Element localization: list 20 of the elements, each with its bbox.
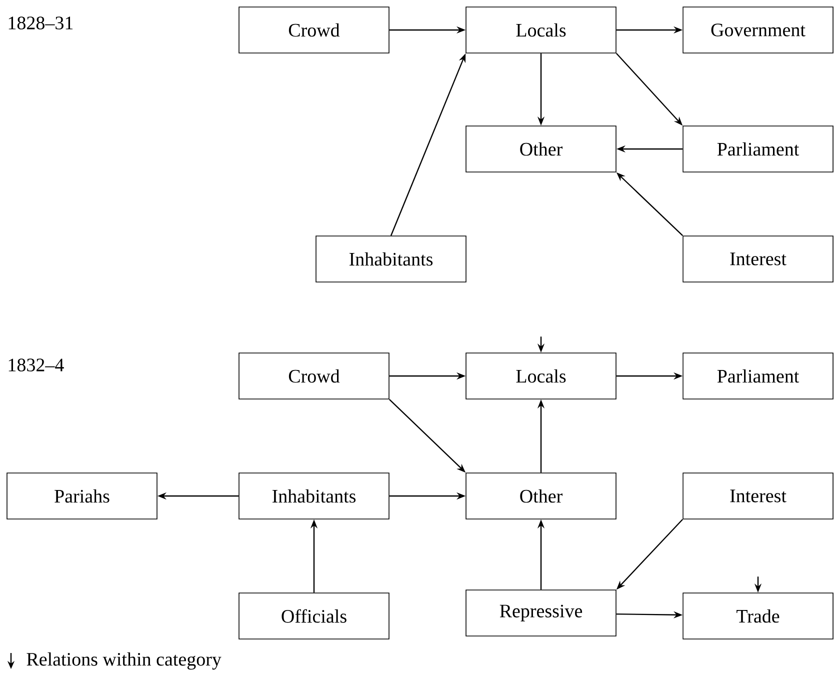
category-box: Other — [466, 472, 616, 520]
category-box: Crowd — [238, 6, 390, 54]
category-box: Inhabitants — [238, 472, 390, 520]
category-box: Parliament — [682, 126, 834, 172]
category-box: Interest — [682, 472, 834, 520]
category-box: Crowd — [238, 352, 390, 400]
category-box: Locals — [466, 352, 616, 400]
category-box: Other — [466, 126, 616, 172]
category-box: Interest — [682, 236, 834, 282]
category-box: Parliament — [682, 352, 834, 400]
category-box: Repressive — [466, 590, 616, 636]
period-label: 1828–31 — [8, 16, 73, 30]
period-label: 1832–4 — [8, 358, 64, 372]
category-box: Trade — [682, 592, 834, 640]
category-box: Officials — [238, 592, 390, 640]
category-box: Inhabitants — [316, 236, 466, 282]
category-box: Locals — [466, 6, 616, 54]
legend-text: Relations within category — [26, 652, 222, 670]
category-box: Government — [682, 6, 834, 54]
category-box: Pariahs — [6, 472, 158, 520]
